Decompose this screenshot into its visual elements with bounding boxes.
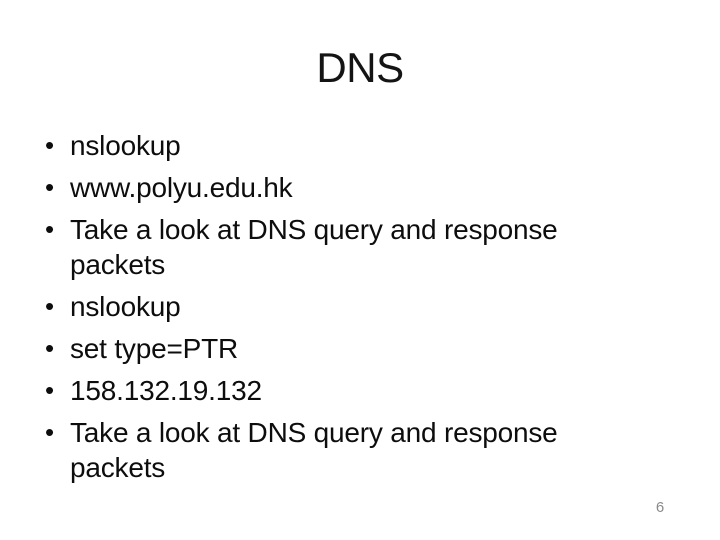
page-number: 6: [655, 499, 665, 516]
bullet-text: nslookup: [70, 130, 181, 161]
bullet-list: • nslookup • www.polyu.edu.hk • Take a l…: [45, 128, 590, 492]
bullet-text: Take a look at DNS query and response pa…: [70, 417, 558, 483]
list-item: • Take a look at DNS query and response …: [45, 212, 590, 282]
bullet-text: www.polyu.edu.hk: [70, 172, 293, 203]
bullet-icon: •: [45, 417, 54, 447]
list-item: • www.polyu.edu.hk: [45, 170, 590, 205]
bullet-text: 158.132.19.132: [70, 375, 262, 406]
list-item: • set type=PTR: [45, 331, 590, 366]
bullet-text: Take a look at DNS query and response pa…: [70, 214, 558, 280]
bullet-icon: •: [45, 333, 54, 363]
slide-title: DNS: [316, 44, 404, 91]
bullet-icon: •: [45, 214, 54, 244]
bullet-text: nslookup: [70, 291, 181, 322]
bullet-icon: •: [45, 375, 54, 405]
list-item: • nslookup: [45, 289, 590, 324]
bullet-icon: •: [45, 172, 54, 202]
bullet-text: set type=PTR: [70, 333, 239, 364]
list-item: • Take a look at DNS query and response …: [45, 415, 590, 485]
bullet-icon: •: [45, 291, 54, 321]
list-item: • nslookup: [45, 128, 590, 163]
list-item: • 158.132.19.132: [45, 373, 590, 408]
bullet-icon: •: [45, 130, 54, 160]
